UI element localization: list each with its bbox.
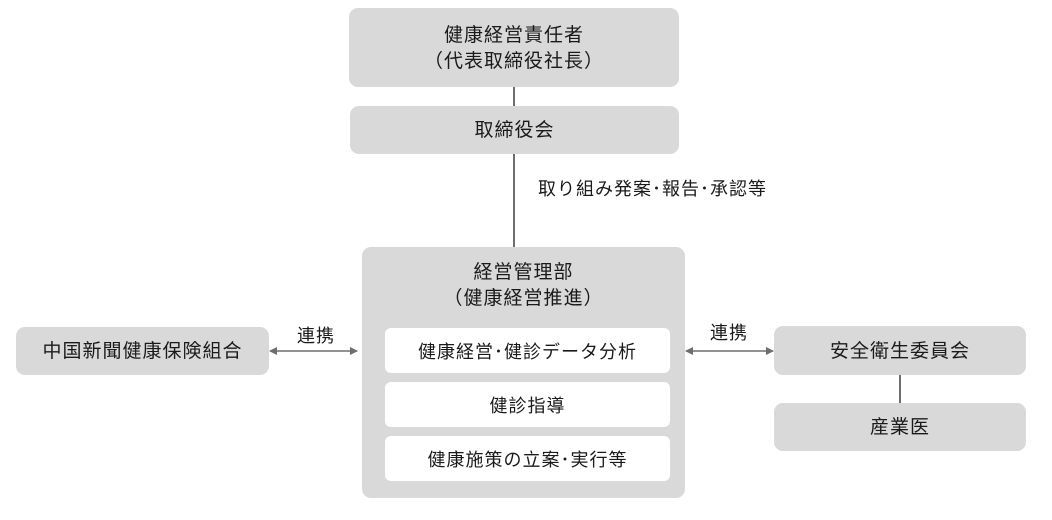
management-item-label: 健康経営･健診データ分析: [418, 341, 637, 363]
management-item-health-guidance: 健診指導: [385, 382, 670, 427]
management-item-label: 健康施策の立案･実行等: [427, 449, 628, 471]
connector-board-management: [513, 153, 515, 249]
insurance-union-label: 中国新聞健康保険組合: [42, 340, 243, 362]
safety-committee-label: 安全衛生委員会: [829, 339, 970, 362]
board-management-edge-label: 取り組み発案･報告･承認等: [538, 179, 767, 200]
connector-committee-physician: [899, 373, 901, 404]
management-item-health-measures: 健康施策の立案･実行等: [385, 436, 670, 481]
health-officer-box: 健康経営責任者 （代表取締役社長）: [349, 8, 679, 87]
management-item-data-analysis: 健康経営･健診データ分析: [385, 328, 670, 373]
occupational-physician-label: 産業医: [869, 416, 930, 438]
occupational-physician-box: 産業医: [774, 403, 1026, 451]
left-link-label: 連携: [297, 326, 335, 347]
health-officer-title: 健康経営責任者: [443, 23, 584, 46]
management-item-label: 健診指導: [489, 395, 566, 417]
board-box: 取締役会: [350, 106, 679, 154]
insurance-union-box: 中国新聞健康保険組合: [16, 327, 269, 375]
safety-committee-box: 安全衛生委員会: [774, 326, 1026, 375]
management-title: 経営管理部: [473, 261, 574, 283]
management-subtitle: （健康経営推進）: [443, 287, 604, 309]
right-link-label: 連携: [710, 323, 748, 344]
board-label: 取締役会: [474, 119, 555, 141]
health-officer-subtitle: （代表取締役社長）: [423, 49, 604, 72]
connector-officer-board: [513, 86, 515, 108]
